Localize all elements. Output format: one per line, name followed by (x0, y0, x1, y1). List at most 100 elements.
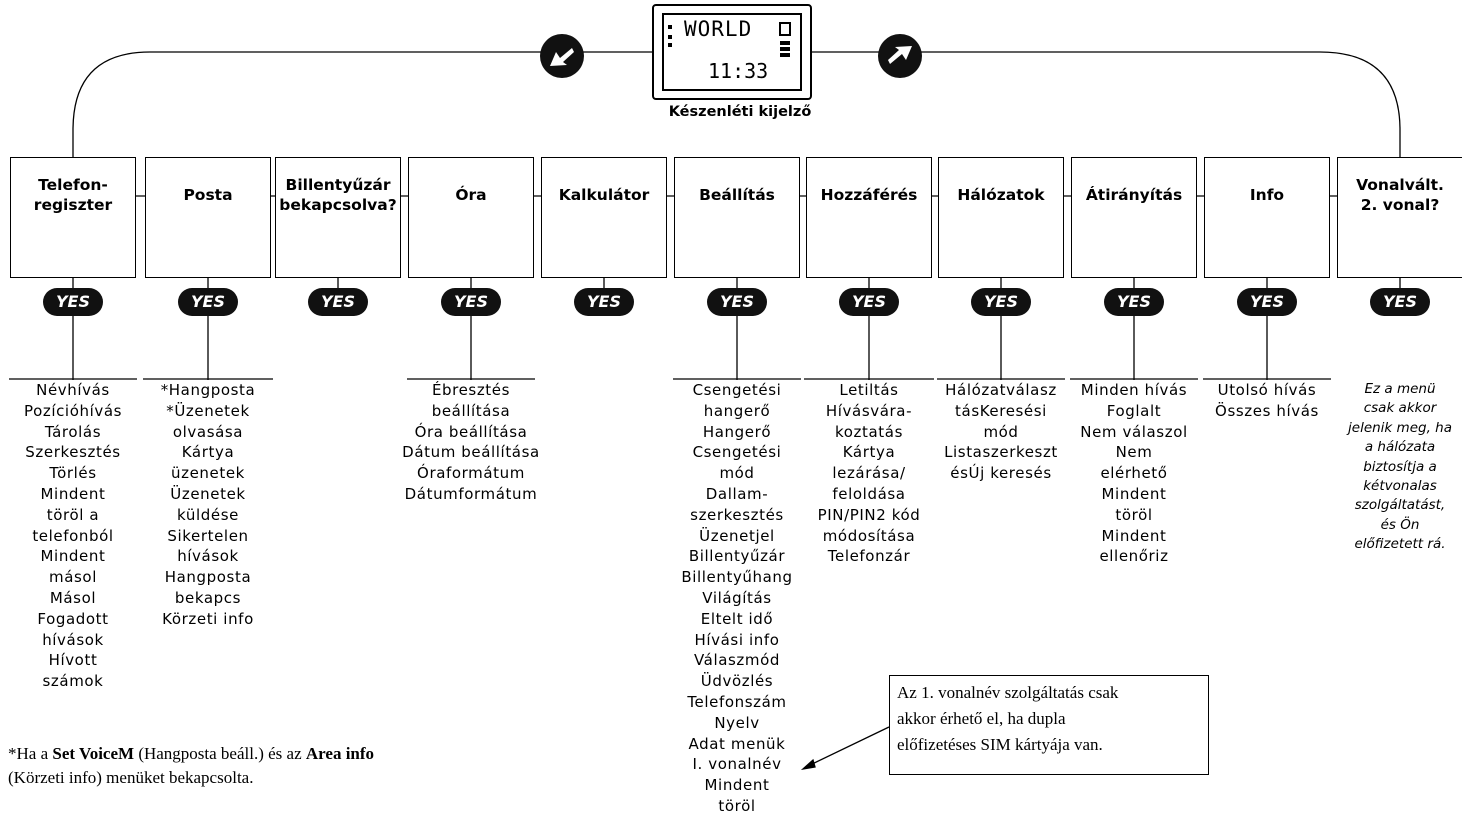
yes-badge: YES (971, 288, 1031, 316)
menu-box: Hozzáférés (806, 157, 932, 278)
submenu-item: PIN/PIN2 kód (817, 505, 921, 524)
submenu-item: Pozícióhívás (23, 401, 123, 420)
menu-title: Hozzáférés (820, 186, 918, 204)
submenu-item: töröl (1115, 505, 1153, 524)
yes-badge: YES (178, 288, 238, 316)
menu-box: Info (1204, 157, 1330, 278)
submenu-item: Fogadott (37, 609, 109, 628)
submenu-item: *Üzenetek (166, 401, 250, 420)
line-name-callout: Az 1. vonalnév szolgáltatás csak akkor é… (889, 675, 1209, 775)
menu-box: Beállítás (674, 157, 800, 278)
menu-box: Kalkulátor (541, 157, 667, 278)
submenu-item: bekapcs (174, 588, 242, 607)
submenu-item: Kártya (181, 443, 235, 462)
line2-note-line: előfizetett rá. (1354, 536, 1446, 553)
submenu-item: Adat menük (688, 734, 786, 753)
submenu-item: Szerkesztés (25, 443, 121, 462)
submenu-item: üzenetek (171, 464, 245, 483)
submenu-item: számok (42, 672, 104, 691)
menu-title: Kalkulátor (558, 186, 650, 204)
callout-line: Az 1. vonalnév szolgáltatás csak (897, 683, 1119, 702)
submenu-item: Összes hívás (1215, 401, 1319, 420)
submenu-item: Foglalt (1106, 401, 1162, 420)
submenu-item: Másol (49, 588, 97, 607)
submenu-item: lezárása/ (832, 464, 906, 483)
scroll-left-icon (540, 34, 584, 78)
submenu-item: Dallam- (705, 484, 769, 503)
menu-box: Hálózatok (938, 157, 1064, 278)
submenu-item: szerkesztés (690, 505, 784, 524)
submenu-item: Kártya (842, 443, 896, 462)
yes-badge: YES (441, 288, 501, 316)
menu-title: Óra (455, 186, 487, 204)
submenu-item: Csengetési (692, 381, 782, 399)
submenu-item: Billentyűzár (688, 547, 786, 566)
submenu-item: Hangposta (164, 568, 252, 587)
menu-box: Billentyűzár bekapcsolva? (275, 157, 401, 278)
footnote-bold: Area info (305, 744, 375, 763)
submenu-item: küldése (177, 505, 239, 524)
submenu-item: elérhető (1100, 464, 1168, 483)
yes-badge: YES (1370, 288, 1430, 316)
submenu-item: ésÚj keresés (950, 464, 1052, 483)
submenu-item: Csengetési (692, 443, 782, 462)
submenu-item: Mindent (704, 776, 770, 795)
submenu-item: ellenőriz (1099, 547, 1169, 566)
submenu-item: Telefonzár (827, 547, 911, 566)
submenu-item: Mindent (1101, 484, 1167, 503)
submenu-item: *Hangposta (160, 381, 256, 399)
submenu-item: Névhívás (36, 381, 110, 399)
callout-line: előfizetéses SIM kártyája van. (897, 735, 1103, 754)
callout-line: akkor érhető el, ha dupla (897, 709, 1066, 728)
submenu-item: módosítása (822, 526, 916, 545)
submenu-item: Hívási info (694, 630, 780, 649)
submenu-item: I. vonalnév (692, 755, 782, 774)
submenu-item: Mindent (40, 484, 106, 503)
menu-title: Átirányítás (1085, 186, 1183, 204)
footnote-bold: Set VoiceM (52, 744, 135, 763)
submenu-item: Listaszerkeszt (944, 443, 1058, 462)
line2-note-line: biztosítja a (1363, 458, 1437, 475)
submenu-item: Mindent (40, 547, 106, 566)
submenu-item: beállítása (431, 401, 511, 420)
submenu-item: mód (983, 422, 1019, 441)
footnote-line-1: *Ha a Set VoiceM (Hangposta beáll.) és a… (8, 742, 374, 766)
yes-badge: YES (707, 288, 767, 316)
line2-note-line: csak akkor (1363, 400, 1437, 417)
submenu-item: Billentyűhang (681, 568, 793, 587)
yes-badge: YES (1237, 288, 1297, 316)
submenu-item: tásKeresési (955, 401, 1047, 420)
line2-note-line: Ez a menü (1364, 381, 1436, 397)
submenu-item: hívások (42, 630, 104, 649)
submenu-item: Minden hívás (1080, 381, 1188, 399)
submenu-item: feloldása (832, 484, 906, 503)
standby-network-name: WORLD (684, 17, 753, 41)
menu-box: Átirányítás (1071, 157, 1197, 278)
submenu-item: Letiltás (839, 381, 899, 399)
submenu-item: Törlés (49, 464, 97, 483)
submenu-item: töröl (718, 796, 756, 815)
submenu-item: Nem válaszol (1080, 422, 1188, 441)
standby-clock: 11:33 (708, 59, 769, 83)
menu-box: Posta (145, 157, 271, 278)
line2-note-line: szolgáltatást, (1354, 497, 1446, 514)
signal-battery-icon (668, 22, 791, 57)
submenu-item: Körzeti info (162, 609, 254, 628)
standby-caption: Készenléti kijelző (668, 104, 812, 120)
submenu-item: Hívásvára- (825, 401, 913, 420)
submenu-item: Óraformátum (417, 464, 525, 483)
submenu-item: Telefonszám (687, 692, 787, 711)
submenu-item: Világítás (702, 588, 772, 607)
line2-note: Ez a menü csak akkor jelenik meg, ha a h… (1337, 380, 1462, 555)
menu-title: Beállítás (699, 186, 775, 204)
line2-note-line: kétvonalas (1363, 478, 1437, 495)
yes-badge: YES (574, 288, 634, 316)
menu-title: Info (1249, 186, 1285, 204)
line2-note-line: a hálózata (1364, 439, 1436, 456)
submenu-item: Üzenetjel (699, 526, 775, 545)
submenu-item: hangerő (703, 401, 771, 420)
